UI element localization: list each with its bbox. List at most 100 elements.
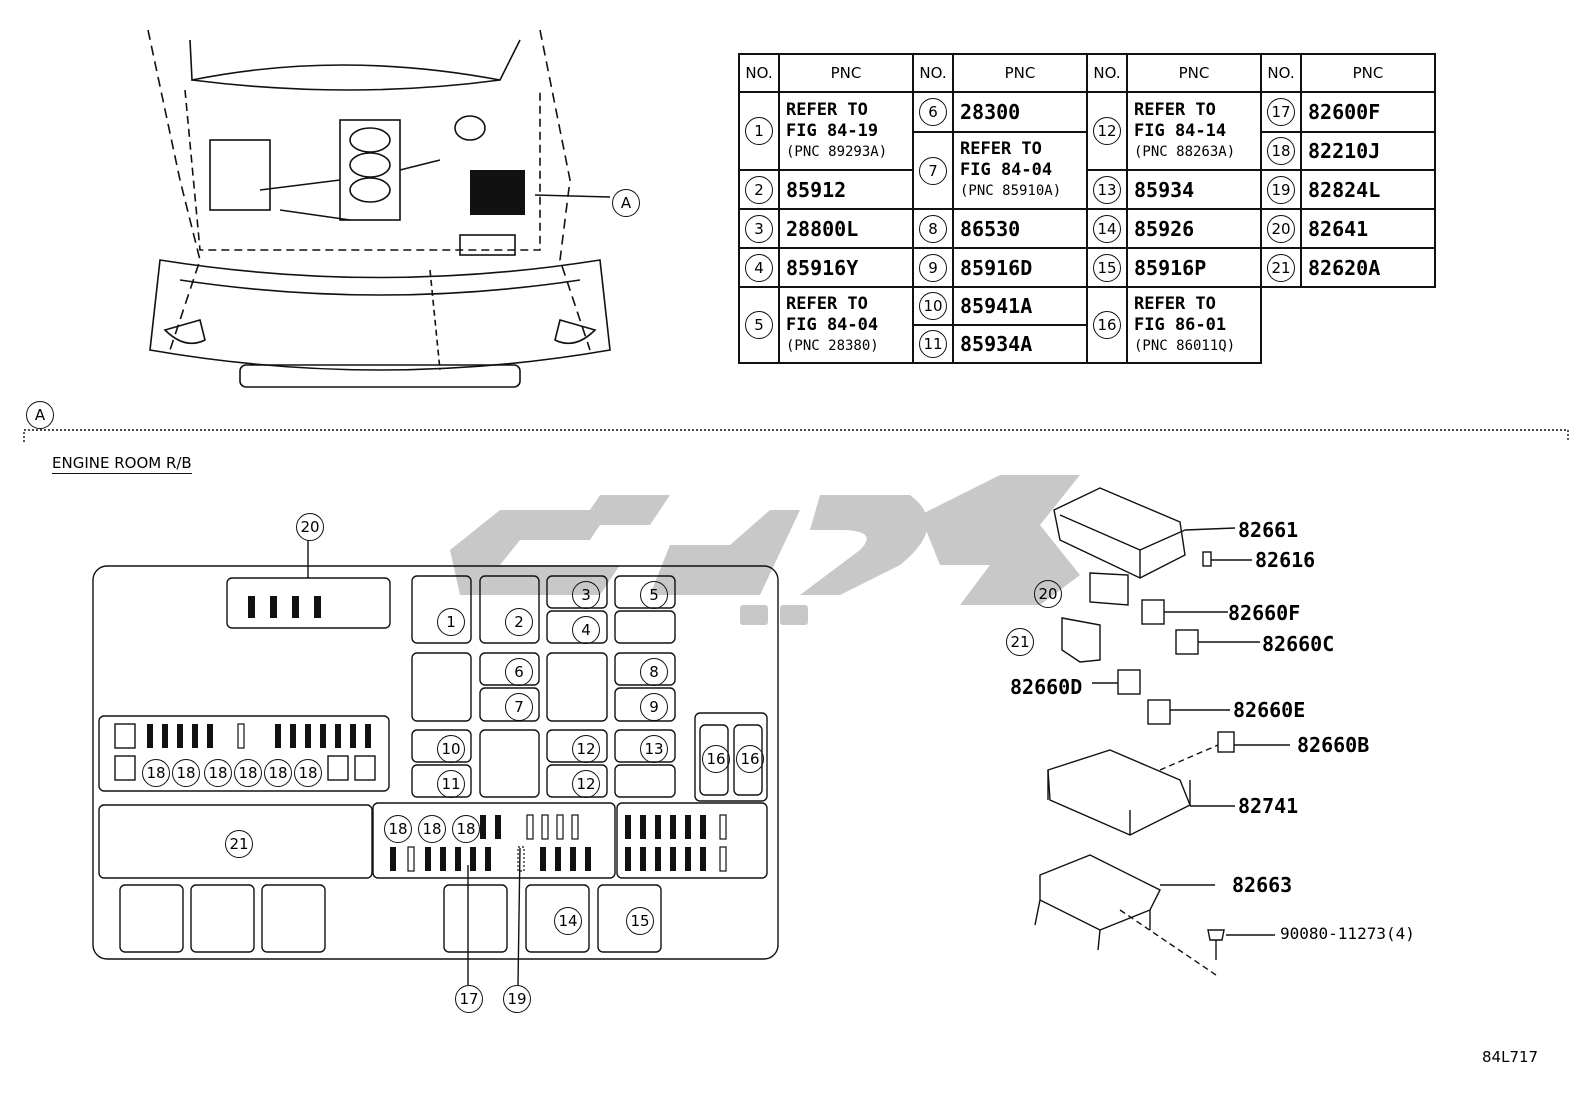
battery-block <box>470 170 525 215</box>
section-a-marker: A <box>26 401 54 429</box>
callout-10: 10 <box>437 735 465 763</box>
relay-block-top-view <box>92 540 779 986</box>
part-label-82660E: 82660E <box>1233 698 1306 722</box>
table-row-no: 21 <box>1260 247 1302 288</box>
header-pnc: PNC <box>1126 53 1262 93</box>
drawing-id: 84L717 <box>1482 1048 1539 1066</box>
header-no: NO. <box>738 53 780 93</box>
callout-13: 13 <box>640 735 668 763</box>
table-row-no: 13 <box>1086 169 1128 210</box>
callout-18: 18 <box>384 815 412 843</box>
callout-2: 2 <box>505 608 533 636</box>
table-cell-pnc: 28800L <box>778 208 914 249</box>
callout-16a: 16 <box>702 745 730 773</box>
watermark-logo <box>450 475 1080 625</box>
callout-11: 11 <box>437 770 465 798</box>
part-label-82616: 82616 <box>1255 548 1316 572</box>
table-cell-pnc: 28300 <box>952 91 1088 133</box>
table-row-no: 7 <box>912 131 954 210</box>
table-cell-pnc: 82824L <box>1300 169 1436 210</box>
callout-18: 18 <box>264 759 292 787</box>
callout-18: 18 <box>418 815 446 843</box>
table-cell-ref: REFER TO FIG 84-19 (PNC 89293A) <box>778 91 914 171</box>
callout-5: 5 <box>640 581 668 609</box>
callout-15: 15 <box>626 907 654 935</box>
header-no: NO. <box>1260 53 1302 93</box>
callout-18: 18 <box>294 759 322 787</box>
part-label-82660B: 82660B <box>1297 733 1370 757</box>
callout-12a: 12 <box>572 735 600 763</box>
callout-8: 8 <box>640 658 668 686</box>
table-cell-pnc: 85916D <box>952 247 1088 288</box>
callout-14: 14 <box>554 907 582 935</box>
part-label-82660D: 82660D <box>1010 675 1083 699</box>
callout-18: 18 <box>234 759 262 787</box>
table-cell-pnc: 85941A <box>952 286 1088 326</box>
callout-17: 17 <box>455 985 483 1013</box>
view-a-callout: A <box>612 189 640 217</box>
table-cell-ref: REFER TO FIG 84-04 (PNC 28380) <box>778 286 914 364</box>
callout-12b: 12 <box>572 770 600 798</box>
table-cell-ref: REFER TO FIG 84-14 (PNC 88263A) <box>1126 91 1262 171</box>
table-row-no: 4 <box>738 247 780 288</box>
exploded-callout-20: 20 <box>1034 580 1062 608</box>
part-label-82741: 82741 <box>1238 794 1299 818</box>
table-row-no: 15 <box>1086 247 1128 288</box>
table-row-no: 5 <box>738 286 780 364</box>
callout-18: 18 <box>204 759 232 787</box>
header-pnc: PNC <box>778 53 914 93</box>
table-cell-pnc: 85912 <box>778 169 914 210</box>
parts-number-table: NO. PNC NO. PNC NO. PNC NO. PNC 1 REFER … <box>738 53 1436 364</box>
part-label-82663: 82663 <box>1232 873 1293 897</box>
part-label-82660C: 82660C <box>1262 632 1335 656</box>
table-cell-pnc: 85926 <box>1126 208 1262 249</box>
callout-18: 18 <box>452 815 480 843</box>
table-cell-ref: REFER TO FIG 86-01 (PNC 86011Q) <box>1126 286 1262 364</box>
section-divider <box>23 429 1569 442</box>
table-row-no: 1 <box>738 91 780 171</box>
part-label-82660F: 82660F <box>1228 601 1301 625</box>
table-row-no: 14 <box>1086 208 1128 249</box>
table-row-no: 3 <box>738 208 780 249</box>
table-row-no: 19 <box>1260 169 1302 210</box>
callout-16b: 16 <box>736 745 764 773</box>
table-row-no: 20 <box>1260 208 1302 249</box>
table-cell-pnc: 85934A <box>952 324 1088 364</box>
view-a-callout-label: A <box>620 194 632 212</box>
table-row-no: 9 <box>912 247 954 288</box>
callout-4: 4 <box>572 616 600 644</box>
part-label-82661: 82661 <box>1238 518 1299 542</box>
header-no: NO. <box>912 53 954 93</box>
table-row-no: 11 <box>912 324 954 364</box>
header-no: NO. <box>1086 53 1128 93</box>
table-row-no: 10 <box>912 286 954 326</box>
table-row-no: 12 <box>1086 91 1128 171</box>
part-label-bolt: 90080-11273(4) <box>1280 924 1415 943</box>
table-cell-pnc: 82600F <box>1300 91 1436 133</box>
callout-6: 6 <box>505 658 533 686</box>
callout-3: 3 <box>572 581 600 609</box>
callout-19: 19 <box>503 985 531 1013</box>
header-pnc: PNC <box>1300 53 1436 93</box>
table-cell-pnc: 86530 <box>952 208 1088 249</box>
table-row-no: 18 <box>1260 131 1302 171</box>
table-cell-ref: REFER TO FIG 84-04 (PNC 85910A) <box>952 131 1088 210</box>
callout-7: 7 <box>505 693 533 721</box>
table-cell-pnc: 82641 <box>1300 208 1436 249</box>
section-a-marker-label: A <box>34 406 46 424</box>
callout-18: 18 <box>142 759 170 787</box>
table-cell-pnc: 85916P <box>1126 247 1262 288</box>
table-cell-pnc: 82210J <box>1300 131 1436 171</box>
table-row-no: 8 <box>912 208 954 249</box>
callout-20: 20 <box>296 513 324 541</box>
callout-1: 1 <box>437 608 465 636</box>
callout-18: 18 <box>172 759 200 787</box>
relay-block-exploded-view <box>1034 487 1290 976</box>
table-cell-pnc: 85916Y <box>778 247 914 288</box>
vehicle-engine-bay-illustration <box>147 29 611 388</box>
table-cell-pnc: 82620A <box>1300 247 1436 288</box>
section-title: ENGINE ROOM R/B <box>52 454 192 474</box>
exploded-callout-21: 21 <box>1006 628 1034 656</box>
table-row-no: 17 <box>1260 91 1302 133</box>
table-cell-pnc: 85934 <box>1126 169 1262 210</box>
